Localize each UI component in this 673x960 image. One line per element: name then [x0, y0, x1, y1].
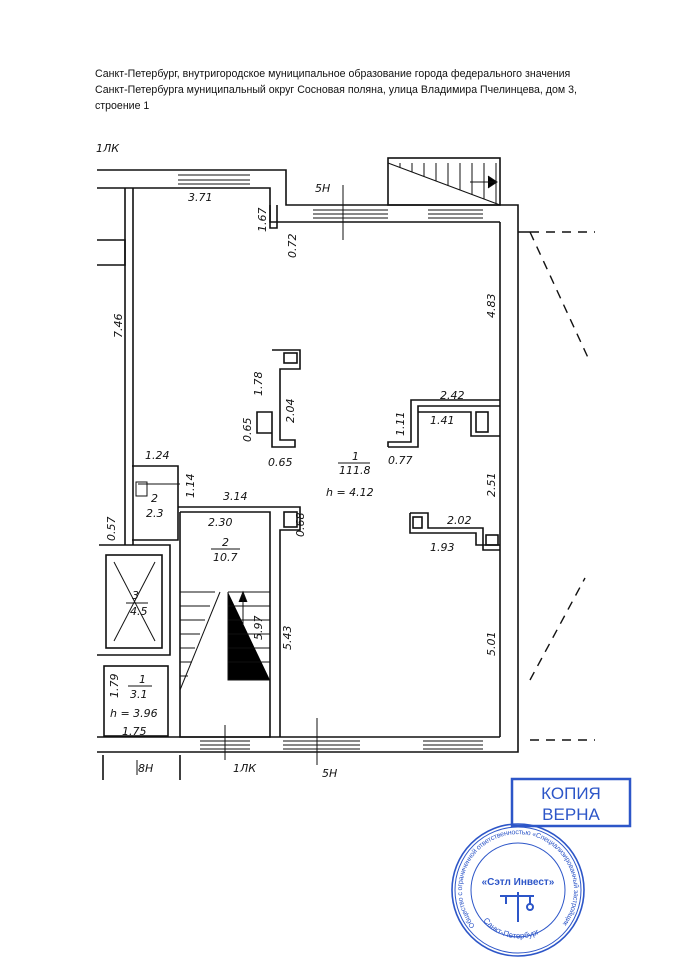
room-2-label: 2 10.7	[211, 536, 240, 564]
label-8n: 8Н	[138, 762, 153, 775]
dim-0-77: 0.77	[388, 454, 413, 467]
seal-bottom-text: Санкт-Петербург	[482, 916, 541, 940]
room-height: h = 3.96	[110, 707, 158, 720]
room-1-small-label: 1 3.1 h = 3.96	[110, 673, 158, 720]
dim-1-78: 1.78	[252, 372, 265, 397]
dim-1-14: 1.14	[184, 474, 197, 499]
dim-3-71: 3.71	[188, 191, 213, 204]
dim-0-68: 0.68	[294, 513, 307, 538]
dim-0-65-b: 0.65	[268, 456, 293, 469]
room-number: 1	[139, 673, 146, 686]
room-area: 3.1	[130, 688, 148, 701]
walls	[97, 169, 530, 780]
seal-center-text: «Сэтл Инвест»	[482, 877, 555, 888]
label-1lk-top: 1ЛК	[96, 142, 120, 155]
dim-3-14: 3.14	[223, 490, 248, 503]
dim-2-30: 2.30	[208, 516, 233, 529]
room-area: 111.8	[339, 464, 371, 477]
copy-stamp-line-2: ВЕРНА	[542, 805, 600, 824]
room-height: h = 4.12	[326, 486, 374, 499]
copy-stamp-line-1: КОПИЯ	[541, 784, 601, 803]
copy-verified-stamp: КОПИЯ ВЕРНА	[510, 777, 632, 828]
room-number: 1	[352, 450, 359, 463]
label-5n-bottom: 5Н	[322, 767, 337, 780]
room-1-label: 1 111.8 h = 4.12	[326, 450, 374, 499]
columns	[256, 349, 500, 551]
room-area: 10.7	[213, 551, 238, 564]
dim-1-67: 1.67	[256, 208, 269, 233]
room-number: 2	[151, 492, 158, 505]
canopy-lines	[529, 231, 595, 741]
dim-0-57: 0.57	[105, 517, 118, 542]
crane-icon	[500, 892, 534, 922]
dim-5-01: 5.01	[485, 632, 498, 657]
label-1lk-bottom: 1ЛК	[233, 762, 257, 775]
room-number: 3	[132, 589, 139, 602]
room-area: 2.3	[146, 507, 164, 520]
address-line-1: Санкт-Петербург, внутригородское муницип…	[95, 68, 571, 80]
left-rooms	[97, 465, 301, 738]
address-line-2: Санкт-Петербурга муниципальный округ Сос…	[95, 84, 577, 96]
room-3-label: 3 4.5	[126, 589, 148, 618]
dim-7-46: 7.46	[112, 314, 125, 339]
dim-2-51: 2.51	[485, 473, 498, 498]
dim-5-43: 5.43	[281, 626, 294, 651]
room-2-small-label: 2 2.3	[146, 492, 164, 520]
dim-1-93: 1.93	[430, 541, 455, 554]
company-seal: Общество с ограниченной ответственностью…	[451, 823, 585, 957]
dim-2-04: 2.04	[284, 399, 297, 424]
address-header: Санкт-Петербург, внутригородское муницип…	[95, 66, 635, 114]
room-number: 2	[222, 536, 229, 549]
dim-1-41: 1.41	[430, 414, 455, 427]
dim-1-24: 1.24	[145, 449, 170, 462]
dim-1-11: 1.11	[394, 412, 407, 437]
dim-5-97: 5.97	[252, 616, 265, 641]
dim-2-02: 2.02	[447, 514, 472, 527]
dim-0-65-a: 0.65	[241, 418, 254, 443]
dim-0-72: 0.72	[286, 234, 299, 259]
address-line-3: строение 1	[95, 100, 150, 112]
dim-4-83: 4.83	[485, 294, 498, 319]
external-stair	[387, 157, 501, 206]
room-area: 4.5	[130, 605, 148, 618]
dim-1-79: 1.79	[108, 674, 121, 699]
label-5n-top: 5Н	[315, 182, 330, 195]
dim-2-42: 2.42	[440, 389, 465, 402]
dim-1-75: 1.75	[122, 725, 147, 738]
